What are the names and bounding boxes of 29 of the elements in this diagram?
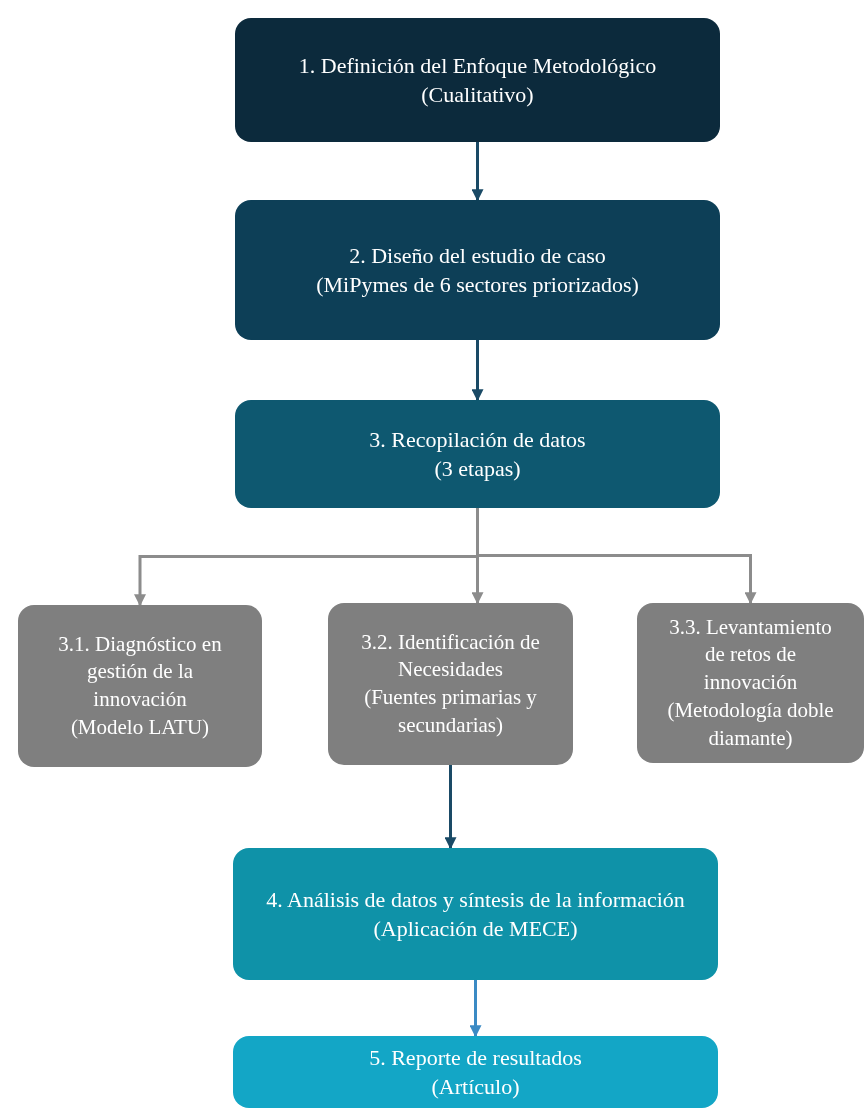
step-note: (Metodología doble diamante) [666,696,835,752]
step-title: 3.3. Levantamiento de retos de innovación [668,613,833,697]
arrow [476,508,757,605]
step-title: 3.1. Diagnóstico en gestión de la innovación [57,630,223,713]
step-note: (Aplicación de MECE) [373,915,578,943]
step-note: (Cualitativo) [421,81,534,109]
step-note: (Modelo LATU) [70,713,210,741]
arrow [471,340,484,402]
step-note: (Fuentes primarias y secundarias) [363,684,538,739]
step-note: (3 etapas) [434,455,521,483]
step-title: 2. Diseño del estudio de caso [349,241,606,270]
step-box [328,603,573,765]
step-box [637,603,864,763]
arrow [444,765,457,850]
process-box [235,400,720,508]
step-title: 3. Recopilación de datos [369,425,586,454]
step-note: (Artículo) [431,1073,520,1101]
step-box [18,605,262,767]
step-title: 5. Reporte de resultados [369,1043,582,1072]
process-box [233,848,718,980]
process-box [233,1036,718,1108]
step-note: (MiPymes de 6 sectores priorizados) [316,271,639,299]
step-title: 1. Definición del Enfoque Metodológico [298,51,657,80]
process-box [235,200,720,340]
arrow [471,142,484,202]
step-title: 3.2. Identificación de Necesidades [360,628,541,684]
process-box [235,18,720,142]
step-title: 4. Análisis de datos y síntesis de la información [266,885,685,914]
arrow [469,980,482,1038]
